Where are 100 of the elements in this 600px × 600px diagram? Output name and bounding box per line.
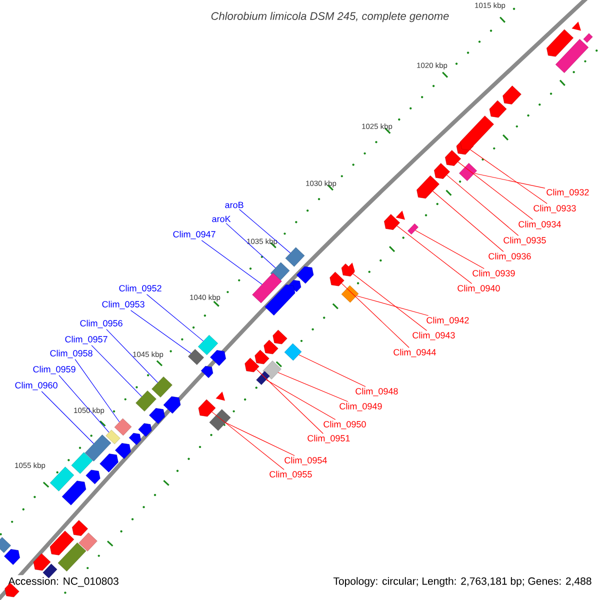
leader-line [226,422,295,456]
leader-line [396,226,472,284]
gene-triangle [572,22,581,31]
gene-label: Clim_0950 [324,420,366,430]
gene-label: Clim_0944 [394,348,436,358]
gene-pentagon [4,549,20,565]
gene-box [459,162,477,182]
gene-diamond [78,532,98,552]
leader-line [226,223,276,268]
gene-pentagon [384,214,400,230]
gene-pentagon [210,350,226,366]
gene-pentagon [416,175,440,199]
gene-label: Clim_0954 [284,456,327,466]
gene-pentagon [149,408,165,424]
gene-label: Clim_0935 [504,236,546,246]
gene-diamond [284,343,302,361]
gene-box [71,452,93,474]
gene-pentagon [100,454,118,472]
gene-pentagon [254,350,270,364]
gene-pentagon [264,340,278,354]
gene-triangle [346,262,355,272]
gene-label: aroK [212,216,231,222]
title: Chlorobium limicola DSM 245, complete genome [211,12,449,22]
gene-label: Clim_0939 [472,270,515,278]
leader-line [212,412,284,470]
gene-diamond [285,247,305,267]
gene-diamond [188,349,204,365]
gene-box [256,371,270,385]
gene-label: Clim_0936 [488,252,531,262]
leader-line [201,240,262,285]
gene-pentagon [288,280,302,292]
gene-box [58,542,86,572]
gene-box [252,272,282,304]
gene-label: Clim_0943 [412,332,455,340]
leader-line [298,354,366,387]
gene-label: Clim_0951 [308,434,350,444]
gene-pentagon [138,423,152,437]
leader-line [415,230,484,269]
leader-line [146,294,204,342]
gene-pentagon [546,29,574,57]
gene-diamond [341,285,359,303]
gene-label: Clim_0953 [102,300,144,310]
gene-diamond [114,418,132,436]
gene-label: Clim_0942 [426,316,469,326]
gene-label: Clim_0948 [356,388,398,396]
gene-label: Clim_0940 [458,284,500,294]
leader-line [106,329,158,383]
gene-box [42,564,58,578]
gene-pentagon [445,150,461,166]
gene-diamond [270,262,290,282]
leader-line [341,283,410,348]
gene-label: Clim_0958 [50,350,92,358]
gene-pentagon [272,330,288,344]
gene-triangle [216,392,225,401]
gene-pentagon [128,432,142,446]
leader-line [458,162,534,220]
gene-pentagon [244,358,260,372]
gene-pentagon [86,470,100,484]
leader-line [266,380,336,420]
gene-pentagon [330,272,344,286]
gene-box [555,39,589,73]
gene-diamond [262,360,282,380]
leader-line [446,174,519,236]
gene-box [84,434,112,462]
leader-line [239,209,291,254]
gene-pentagon [489,100,507,118]
leader-line [41,391,94,444]
leader-line [352,274,428,331]
gene-label: Clim_0955 [270,470,312,480]
gene-box [106,430,120,444]
leader-line [256,369,324,434]
gene-label: Clim_0947 [173,230,216,240]
gene-diamond [198,334,218,356]
gene-label: Clim_0933 [534,204,576,214]
gene-label: Clim_0934 [518,220,561,230]
leader-line [278,372,348,402]
leader-line [130,310,192,354]
gene-pentagon [434,163,450,179]
gene-box [50,466,74,492]
gene-label: Clim_0956 [80,320,122,328]
gene-pentagon [198,399,216,417]
gene-pentagon [264,284,296,316]
gene-label: Clim_0932 [546,188,589,198]
gene-box [209,409,231,431]
gene-pentagon [341,264,355,276]
gene-box [152,376,172,398]
gene-box [136,390,156,412]
gene-triangle [396,210,405,220]
leader-line [474,173,546,189]
gene-pentagon [163,396,181,414]
gene-diamond [0,537,11,553]
gene-pentagon [62,480,86,506]
leader-line [91,345,142,397]
gene-label: Clim_0957 [65,336,108,344]
gene-pentagon [502,86,522,104]
gene-pentagon [296,266,314,284]
leader-line [356,296,429,316]
gene-label: Clim_0952 [119,284,162,294]
gene-pentagon [200,366,214,378]
gene-pentagon [72,520,88,536]
